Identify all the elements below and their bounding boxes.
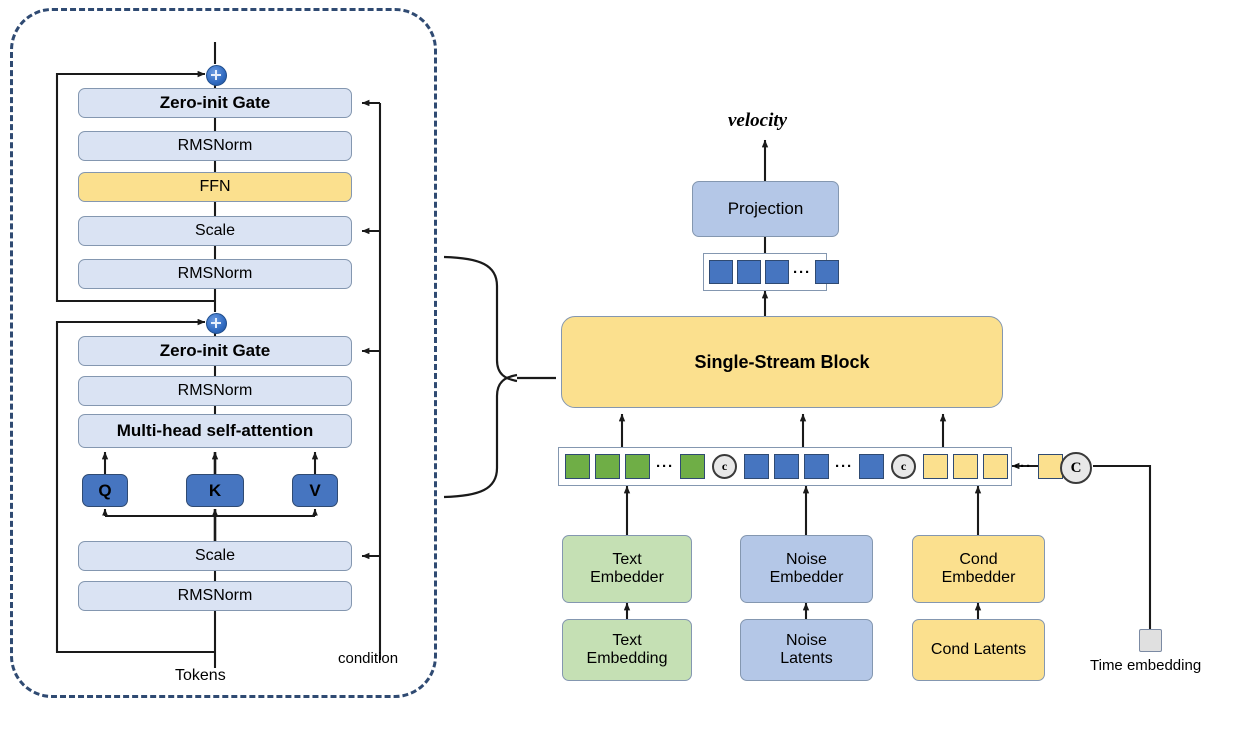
scale-ffn[interactable]: Scale: [78, 216, 352, 246]
token-square-cond: [1038, 454, 1063, 479]
residual-add-attention: [206, 313, 227, 334]
token-square-blue: [737, 260, 761, 284]
tokens-label: Tokens: [175, 667, 226, 684]
single-stream-block[interactable]: Single-Stream Block: [561, 316, 1003, 408]
rmsnorm-attention-top[interactable]: RMSNorm: [78, 376, 352, 406]
zero-init-gate-ffn[interactable]: Zero-init Gate: [78, 88, 352, 118]
time-concat-icon: C: [1060, 452, 1092, 484]
token-square-cond: [923, 454, 948, 479]
token-square-cond: [953, 454, 978, 479]
token-ellipsis: ···: [1014, 458, 1032, 475]
noise-embedder[interactable]: Noise Embedder: [740, 535, 873, 603]
token-square-text: [680, 454, 705, 479]
ffn-block[interactable]: FFN: [78, 172, 352, 202]
token-ellipsis: ···: [793, 263, 811, 281]
token-ellipsis: ···: [835, 458, 853, 475]
input-token-strip: ··· c ··· c ···: [558, 447, 1063, 486]
token-square-noise: [744, 454, 769, 479]
rmsnorm-ffn-bottom[interactable]: RMSNorm: [78, 259, 352, 289]
rmsnorm-attention-bottom[interactable]: RMSNorm: [78, 581, 352, 611]
noise-latents-source[interactable]: Noise Latents: [740, 619, 873, 681]
value-box[interactable]: V: [292, 474, 338, 507]
token-square-blue: [709, 260, 733, 284]
query-box[interactable]: Q: [82, 474, 128, 507]
time-embedding-square[interactable]: [1139, 629, 1162, 652]
condition-label: condition: [338, 650, 399, 667]
block-detail-boundary: [10, 8, 437, 698]
key-box[interactable]: K: [186, 474, 244, 507]
token-square-text: [625, 454, 650, 479]
token-square-noise: [804, 454, 829, 479]
concat-icon: c: [712, 454, 737, 479]
text-embedder[interactable]: Text Embedder: [562, 535, 692, 603]
rmsnorm-ffn-top[interactable]: RMSNorm: [78, 131, 352, 161]
concat-icon: c: [891, 454, 916, 479]
cond-embedder[interactable]: Cond Embedder: [912, 535, 1045, 603]
cond-latents-source[interactable]: Cond Latents: [912, 619, 1045, 681]
token-square-text: [565, 454, 590, 479]
residual-add-ffn: [206, 65, 227, 86]
scale-attention[interactable]: Scale: [78, 541, 352, 571]
text-embedding-source[interactable]: Text Embedding: [562, 619, 692, 681]
token-square-blue: [765, 260, 789, 284]
multi-head-self-attention[interactable]: Multi-head self-attention: [78, 414, 352, 448]
token-square-noise: [774, 454, 799, 479]
projection-block[interactable]: Projection: [692, 181, 839, 237]
output-token-strip: ···: [703, 253, 839, 291]
token-ellipsis: ···: [656, 458, 674, 475]
velocity-label: velocity: [728, 110, 788, 131]
token-square-cond: [983, 454, 1008, 479]
token-square-noise: [859, 454, 884, 479]
token-square-blue: [815, 260, 839, 284]
zero-init-gate-attention[interactable]: Zero-init Gate: [78, 336, 352, 366]
time-embedding-label: Time embedding: [1090, 657, 1202, 674]
token-square-text: [595, 454, 620, 479]
